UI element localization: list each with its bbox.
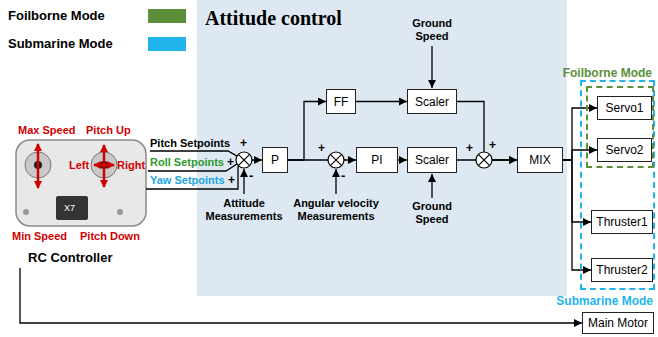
signal-label: Left bbox=[69, 159, 89, 172]
signal-label: Roll Setpoints bbox=[150, 156, 224, 169]
control-panel-fill bbox=[197, 0, 567, 296]
signal-label: Attitude Measurements bbox=[199, 197, 289, 223]
sign-symbol: + bbox=[240, 137, 247, 150]
controller-caption: RC Controller bbox=[28, 250, 113, 265]
block-label: Servo2 bbox=[605, 143, 643, 157]
block-label: Scaler bbox=[415, 95, 449, 109]
block-label: MIX bbox=[529, 153, 550, 167]
actuator-box: Servo1 bbox=[597, 96, 652, 120]
signal-connector bbox=[563, 160, 591, 222]
signal-label: Angular velocity Measurements bbox=[286, 197, 386, 223]
process-box: FF bbox=[326, 89, 356, 114]
sign-symbol: + bbox=[466, 142, 473, 155]
signal-label: Right bbox=[117, 159, 145, 172]
sign-symbol: + bbox=[318, 142, 325, 155]
rc-transmitter-illustration bbox=[16, 140, 146, 226]
legend-swatch bbox=[148, 9, 186, 23]
control-panel: Attitude controlPFFPIScalerScalerMIX bbox=[197, 0, 567, 296]
legend-text: Submarine Mode bbox=[8, 37, 113, 50]
signal-connector bbox=[356, 101, 407, 102]
signal-connector bbox=[457, 102, 517, 161]
block-label: Main Motor bbox=[588, 316, 648, 330]
signal-connector bbox=[398, 159, 407, 160]
summing-junction bbox=[236, 152, 252, 168]
process-box: Scaler bbox=[407, 147, 457, 173]
sign-symbol: + bbox=[489, 139, 496, 152]
signal-label: Min Speed bbox=[12, 230, 67, 243]
block-label: Thruster1 bbox=[596, 215, 647, 229]
group-heading: Foilborne Mode bbox=[563, 66, 652, 80]
block-label: FF bbox=[334, 95, 349, 109]
motor-box: Main Motor bbox=[582, 312, 654, 334]
block-label: PI bbox=[371, 153, 382, 167]
summing-junction bbox=[328, 152, 344, 168]
legend-text: Foilborne Mode bbox=[8, 9, 105, 22]
block-label: P bbox=[271, 153, 279, 167]
rc-controller: RC Controller bbox=[12, 118, 150, 268]
stick-direction-arrows bbox=[38, 144, 114, 188]
measurement-arrows bbox=[244, 46, 432, 198]
actuator-box: Thruster2 bbox=[591, 258, 653, 282]
signal-label: Pitch Up bbox=[86, 124, 131, 137]
sign-symbol: + bbox=[228, 174, 235, 187]
sign-symbol: - bbox=[249, 169, 253, 182]
signal-label: Pitch Down bbox=[80, 230, 140, 243]
process-box: P bbox=[262, 147, 288, 173]
block-label: Servo1 bbox=[605, 101, 643, 115]
signal-connector bbox=[563, 160, 591, 270]
signal-label: Pitch Setpoints bbox=[150, 137, 230, 150]
legend-swatch bbox=[148, 37, 186, 51]
sign-symbol: - bbox=[341, 169, 345, 182]
signal-label: X7 bbox=[64, 202, 75, 215]
signal-label: Yaw Setpoints bbox=[150, 174, 225, 187]
panel-title: Attitude control bbox=[205, 6, 342, 30]
actuator-box: Thruster1 bbox=[591, 210, 653, 234]
process-box: Scaler bbox=[407, 89, 457, 114]
block-label: Scaler bbox=[415, 153, 449, 167]
mode-group: Foilborne ModeServo1Servo2 bbox=[586, 86, 654, 168]
group-heading: Submarine Mode bbox=[556, 294, 653, 308]
process-box: PI bbox=[356, 147, 398, 173]
signal-label: Ground Speed bbox=[407, 17, 457, 43]
process-box: MIX bbox=[517, 147, 563, 173]
block-label: Thruster2 bbox=[596, 263, 647, 277]
mode-group: Submarine ModeFoilborne ModeServo1Servo2… bbox=[580, 80, 655, 290]
sign-symbol: + bbox=[227, 156, 234, 169]
actuator-box: Servo2 bbox=[597, 138, 652, 162]
signal-label: Ground Speed bbox=[407, 200, 457, 226]
signal-connector bbox=[20, 268, 582, 323]
signal-label: Max Speed bbox=[18, 124, 75, 137]
signal-connector bbox=[288, 102, 326, 161]
signal-connector bbox=[288, 159, 356, 160]
summing-junction bbox=[476, 152, 492, 168]
